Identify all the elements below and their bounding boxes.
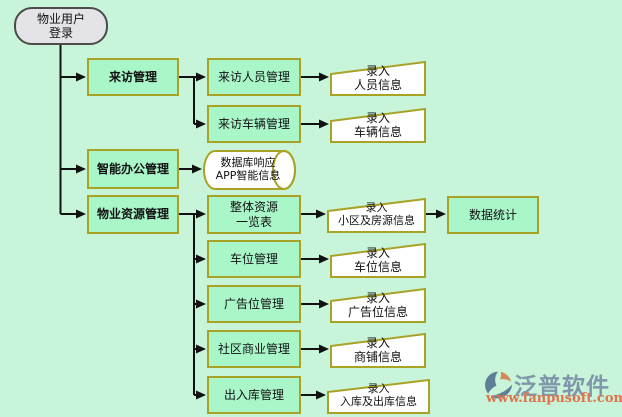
database-cylinder-shape	[203, 150, 296, 190]
brand-name: 泛普软件	[514, 374, 610, 400]
visitor-vehicle-box	[207, 105, 301, 143]
logo-orange-wedge	[499, 371, 512, 382]
visitor-person-box	[207, 58, 301, 96]
root-node-shape	[14, 7, 108, 45]
brand-url: www.fanpusoft.com	[486, 391, 622, 406]
parking-input-shape	[330, 242, 426, 278]
level1-boxes	[87, 58, 179, 234]
level2-boxes	[207, 58, 539, 414]
warehouse-mgmt-box	[207, 376, 301, 414]
resource-mgmt-box	[87, 195, 179, 234]
office-mgmt-box	[87, 149, 179, 189]
parking-mgmt-box	[207, 240, 301, 278]
visit-mgmt-box	[87, 58, 179, 96]
database-cylinder-cap	[272, 150, 296, 190]
data-statistics-box	[447, 196, 539, 234]
ad-input-shape	[330, 287, 426, 323]
connector-lines	[59, 44, 446, 400]
housing-input-shape	[327, 197, 426, 233]
person-input-shape	[330, 60, 426, 96]
warehouse-input-shape	[327, 378, 430, 414]
community-biz-box	[207, 330, 301, 368]
database-cylinder-body	[203, 150, 296, 190]
ad-mgmt-box	[207, 285, 301, 323]
logo-leaf	[490, 384, 513, 399]
fanpu-logo-icon	[485, 371, 513, 399]
manual-input-shapes	[327, 60, 430, 414]
resource-overview-box	[207, 195, 301, 234]
vehicle-input-shape	[330, 107, 426, 143]
shop-input-shape	[330, 332, 426, 368]
logo-crescent	[485, 371, 498, 394]
